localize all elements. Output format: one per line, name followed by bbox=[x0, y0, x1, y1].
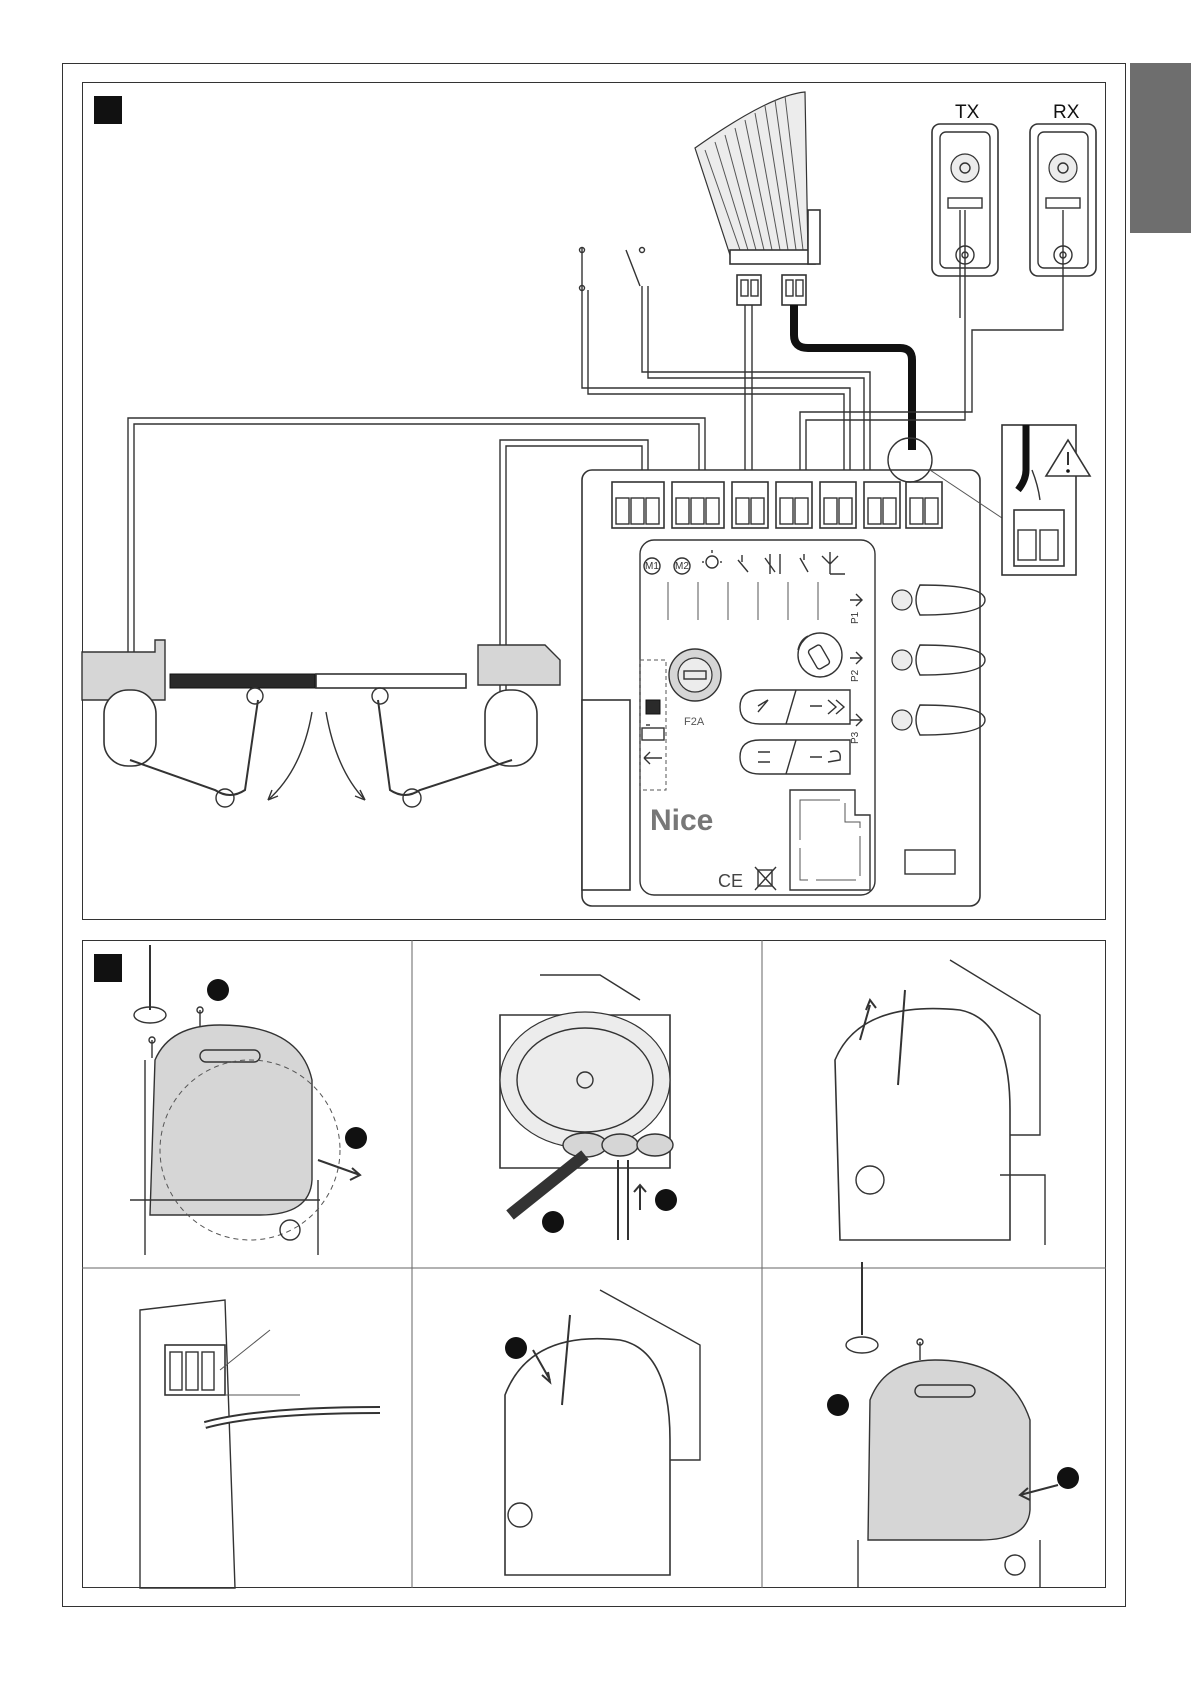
brand-logo: Nice bbox=[650, 804, 713, 837]
svg-text:CE: CE bbox=[718, 871, 743, 891]
rx-label: RX bbox=[1053, 102, 1080, 123]
p1-label: P1 bbox=[850, 611, 861, 624]
p3-label: P3 bbox=[850, 731, 861, 744]
assembly-steps-figure bbox=[82, 940, 1106, 1588]
motor1-label: M1 bbox=[645, 561, 659, 572]
fuse-label: F2A bbox=[684, 716, 705, 728]
solar-panel-icon bbox=[646, 700, 660, 714]
motor2-label: M2 bbox=[675, 561, 689, 572]
tx-label: TX bbox=[955, 102, 980, 123]
key-selector-contacts bbox=[580, 248, 645, 291]
control-unit: M1 M2 F2A bbox=[582, 438, 1005, 906]
p2-label: P2 bbox=[850, 669, 861, 682]
terminal-blocks bbox=[612, 482, 942, 528]
gate-automation bbox=[82, 640, 560, 807]
flashing-light bbox=[695, 92, 912, 450]
antenna-detail bbox=[1002, 425, 1090, 575]
figure-2-marker bbox=[94, 954, 122, 982]
